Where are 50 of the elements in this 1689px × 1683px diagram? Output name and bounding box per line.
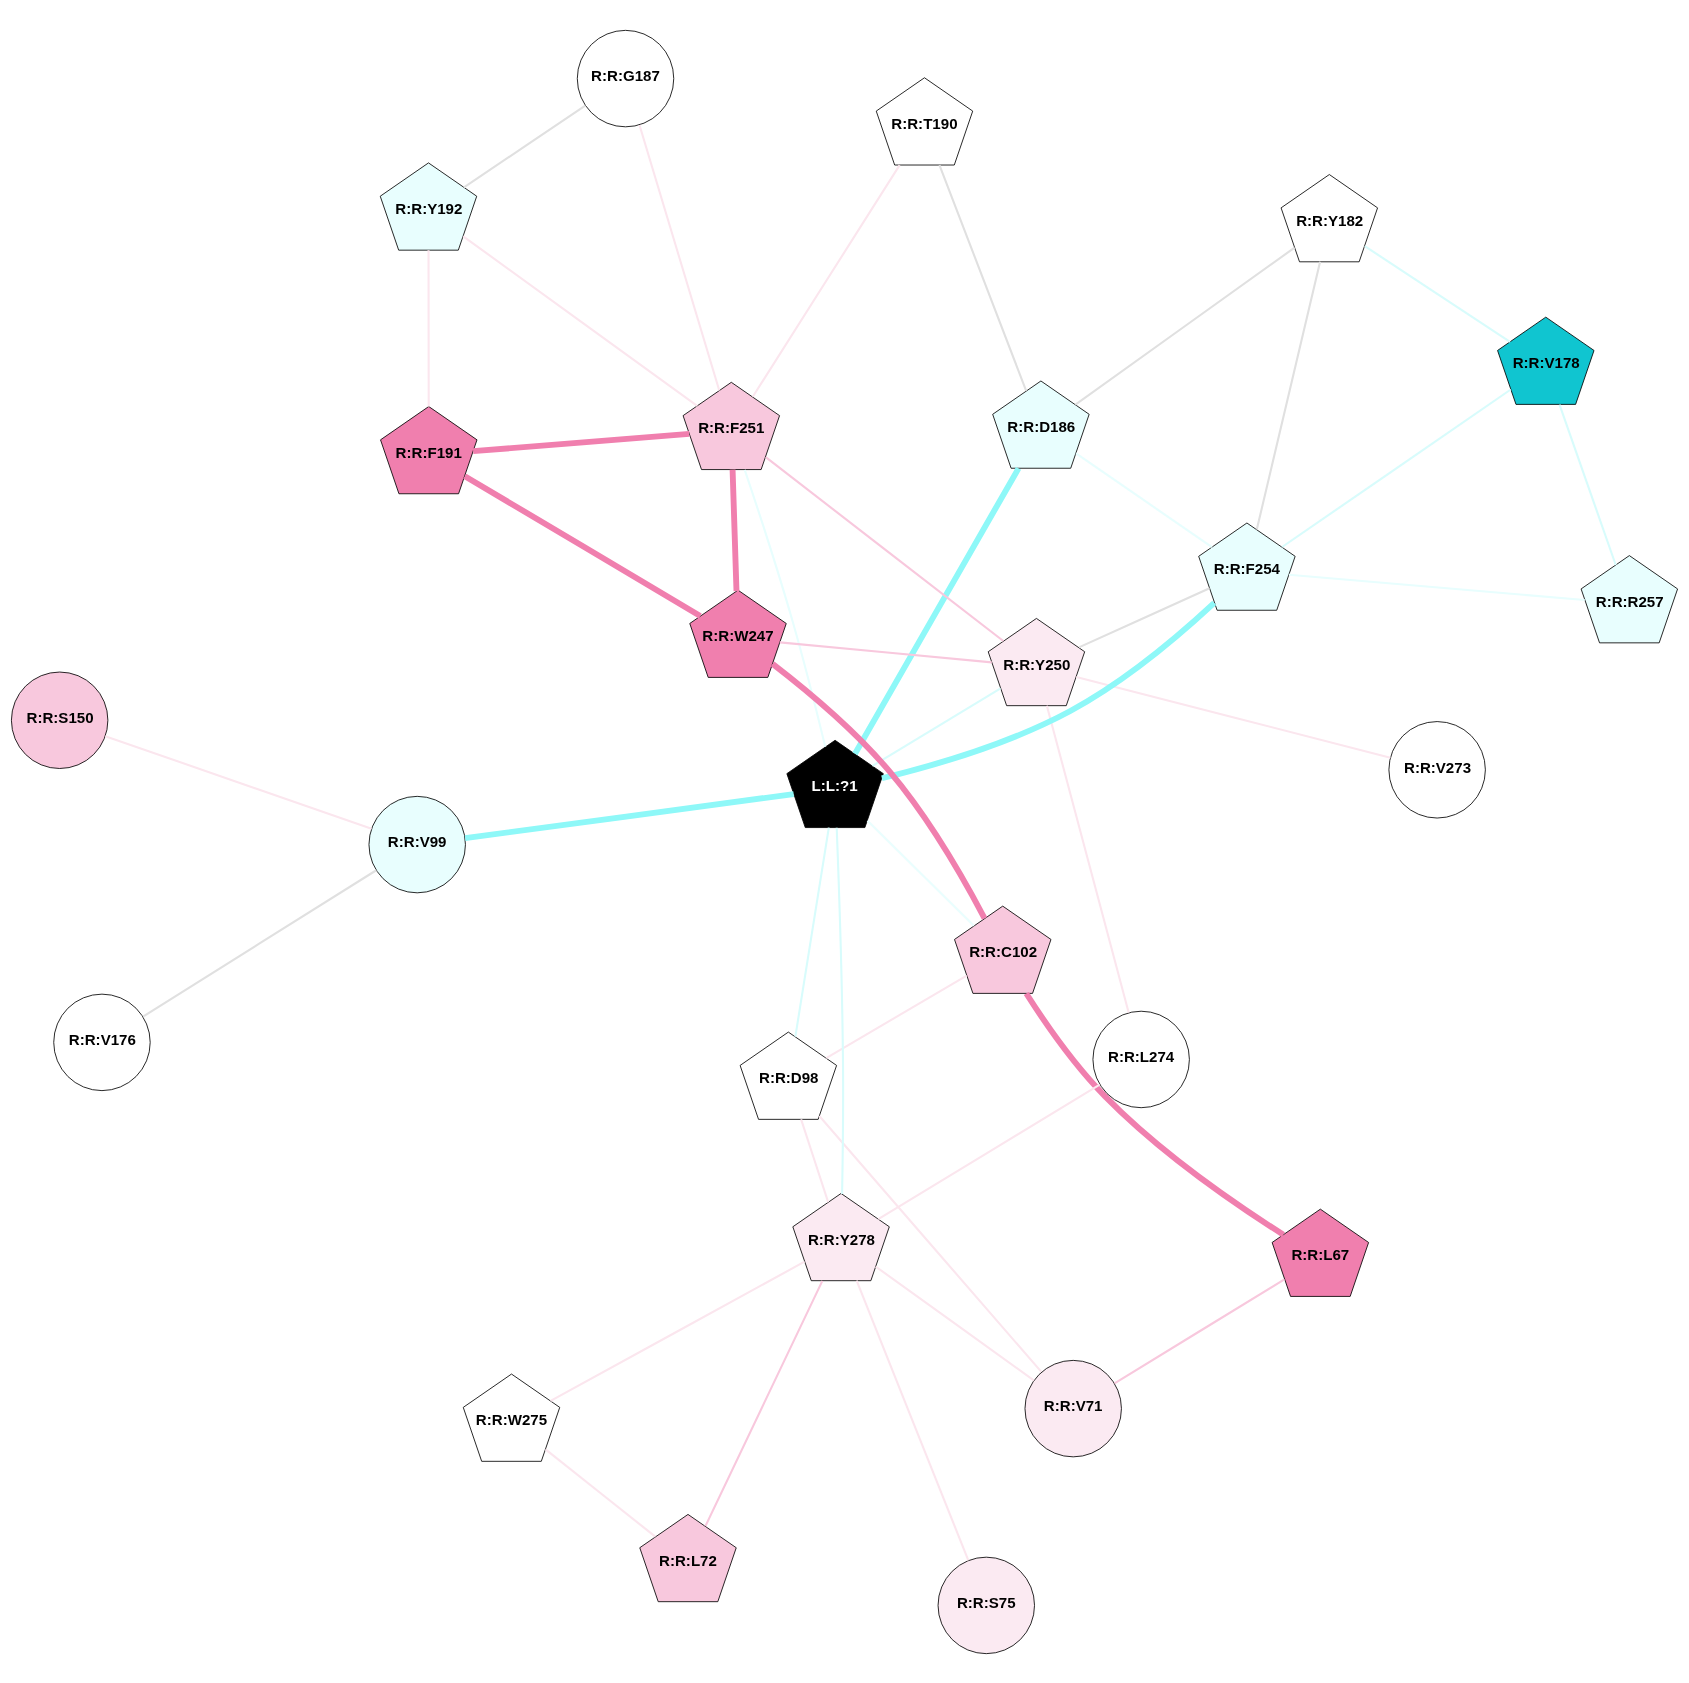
connector	[800, 1118, 830, 1202]
connector	[881, 600, 1217, 781]
connector	[1114, 1278, 1285, 1384]
connector	[1281, 388, 1512, 548]
connector	[1558, 403, 1617, 565]
connector	[855, 1279, 970, 1561]
node-circle: R:R:V99	[368, 795, 466, 893]
connector	[938, 164, 1028, 391]
connector	[743, 469, 827, 747]
node-circle: R:R:V273	[1388, 720, 1486, 818]
node-circle: R:R:V71	[1024, 1359, 1122, 1457]
connector	[104, 734, 372, 830]
connector	[818, 1114, 1043, 1373]
connector	[464, 790, 794, 841]
connector	[638, 124, 721, 391]
connector	[875, 1265, 1035, 1381]
connector	[463, 104, 586, 188]
connector	[852, 466, 1022, 755]
connector	[1288, 573, 1585, 601]
connector	[142, 868, 377, 1017]
connector	[1076, 675, 1391, 759]
connector	[770, 661, 988, 920]
node-circle: R:R:S75	[937, 1556, 1035, 1654]
node-circle: R:R:V176	[53, 993, 151, 1091]
connector	[794, 826, 830, 1037]
connector	[550, 1260, 806, 1402]
node-circle: R:R:G187	[576, 29, 675, 127]
connector	[704, 1279, 824, 1527]
node-circle: R:R:L274	[1092, 1010, 1190, 1108]
connector	[779, 640, 992, 663]
connector	[1023, 991, 1285, 1237]
connector	[1255, 261, 1322, 530]
connector	[729, 469, 740, 591]
connector	[871, 686, 1002, 767]
connector	[472, 430, 690, 454]
connector	[751, 164, 901, 397]
connector	[463, 473, 702, 618]
connector	[544, 1448, 656, 1537]
connector	[825, 974, 968, 1059]
connector	[1045, 704, 1130, 1013]
connector	[1364, 244, 1511, 343]
connector	[765, 455, 1004, 642]
connector	[462, 234, 698, 407]
connector	[1075, 452, 1213, 548]
connector	[877, 1083, 1101, 1220]
connector	[835, 827, 845, 1194]
node-circle: R:R:S150	[11, 671, 109, 769]
connector	[866, 819, 975, 927]
connector	[1074, 246, 1296, 405]
connector	[1078, 586, 1210, 648]
